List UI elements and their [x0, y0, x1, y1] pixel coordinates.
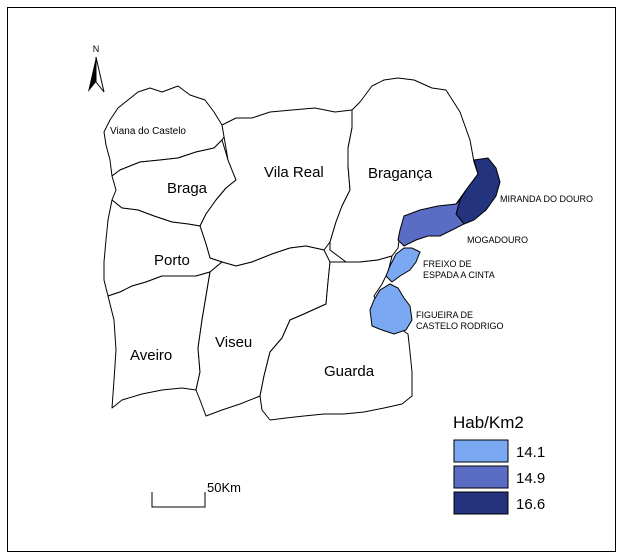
district-label-porto: Porto	[154, 252, 190, 269]
district-label-guarda: Guarda	[324, 363, 375, 380]
district-label-braganca: Bragança	[368, 165, 433, 182]
district-aveiro[interactable]	[107, 271, 211, 409]
north-label: N	[93, 44, 100, 54]
municipality-label-miranda: MIRANDA DO DOURO	[500, 194, 593, 204]
municipality-freixo[interactable]	[385, 247, 421, 283]
north-arrow-icon	[88, 56, 105, 93]
municipality-label-figueira-2: CASTELO RODRIGO	[416, 321, 504, 331]
legend-swatch-1	[453, 439, 509, 463]
district-label-braga: Braga	[167, 180, 208, 197]
district-label-viseu: Viseu	[215, 334, 252, 351]
legend-swatch-2	[453, 465, 509, 489]
legend-title: Hab/Km2	[453, 413, 524, 432]
map-frame	[7, 7, 616, 552]
scale-bar-label: 50Km	[207, 480, 241, 495]
municipality-figueira[interactable]	[369, 283, 413, 335]
municipality-mogadouro[interactable]	[397, 198, 465, 247]
scale-bar	[151, 492, 206, 508]
municipality-miranda[interactable]	[455, 157, 501, 225]
legend-value-2: 14.9	[516, 470, 545, 487]
municipality-label-figueira-1: FIGUEIRA DE	[416, 310, 473, 320]
legend: Hab/Km2 14.1 14.9 16.6	[453, 413, 545, 515]
district-label-aveiro: Aveiro	[130, 347, 172, 364]
legend-value-1: 14.1	[516, 444, 545, 461]
district-label-viana: Viana do Castelo	[110, 126, 186, 137]
legend-swatch-3	[453, 491, 509, 515]
district-label-vilareal: Vila Real	[264, 164, 324, 181]
municipality-label-freixo-2: ESPADA A CINTA	[423, 270, 495, 280]
municipality-label-mogadouro: MOGADOURO	[467, 235, 528, 245]
legend-value-3: 16.6	[516, 496, 545, 513]
municipality-label-freixo-1: FREIXO DE	[423, 259, 472, 269]
